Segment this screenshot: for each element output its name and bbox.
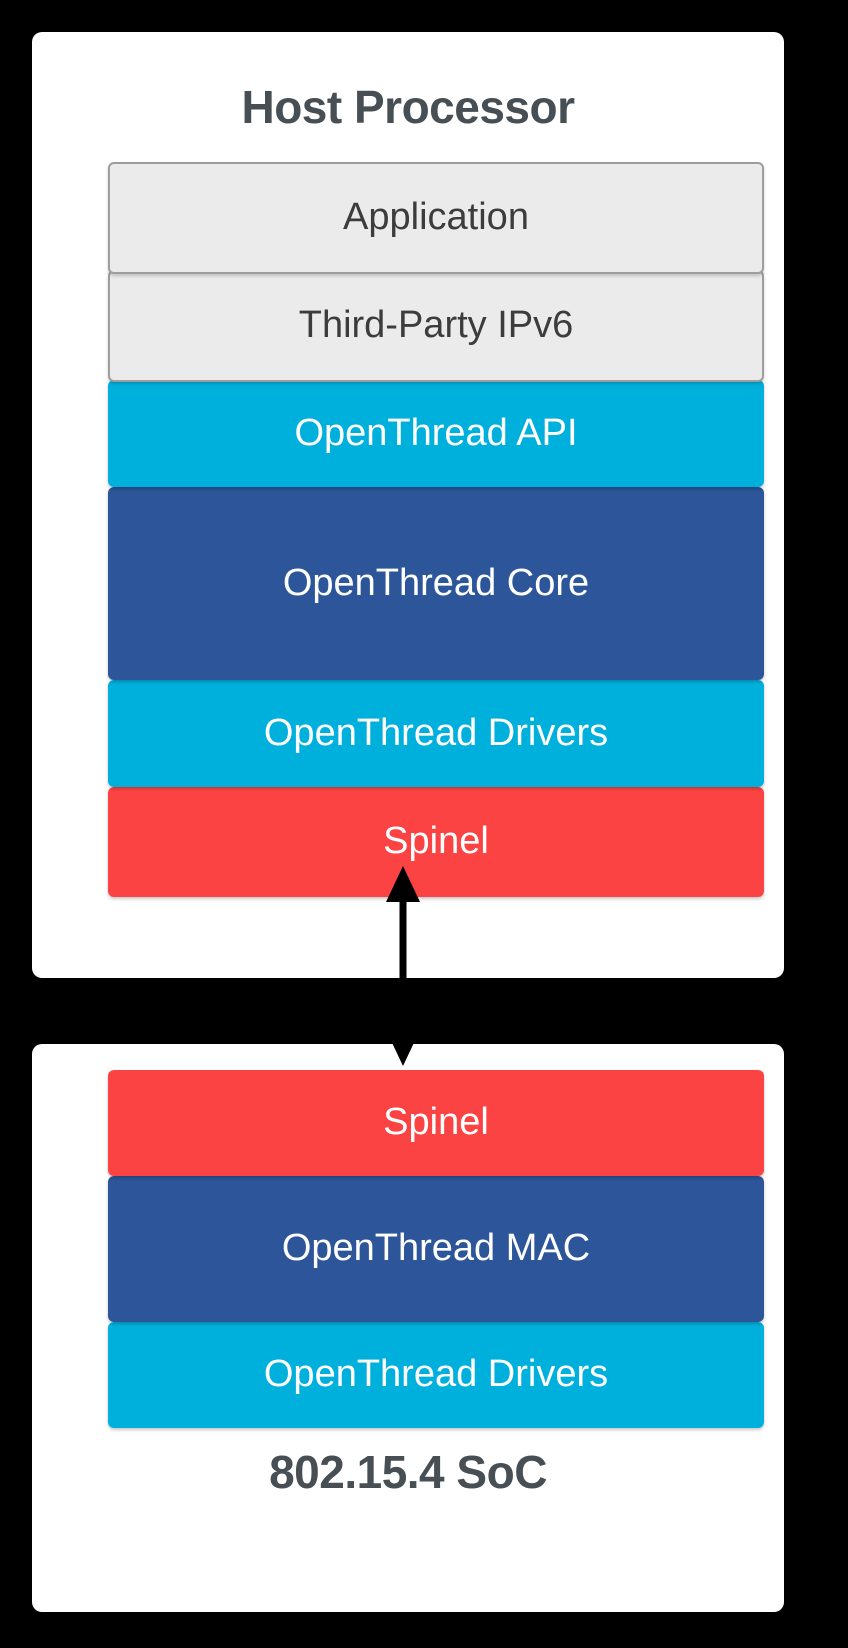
layer-application: Application xyxy=(108,162,764,274)
layer-openthread-drivers-soc: OpenThread Drivers xyxy=(108,1322,764,1428)
layer-spinel-host: Spinel xyxy=(108,787,764,897)
layer-openthread-drivers-soc-label: OpenThread Drivers xyxy=(263,1353,609,1396)
layer-openthread-mac: OpenThread MAC xyxy=(108,1176,764,1322)
layer-application-label: Application xyxy=(343,196,529,239)
layer-openthread-drivers-host: OpenThread Drivers xyxy=(108,680,764,787)
layer-openthread-drivers-host-label: OpenThread Drivers xyxy=(263,711,609,754)
soc-card: Spinel OpenThread MAC OpenThread Drivers xyxy=(32,1044,784,1612)
layer-openthread-core: OpenThread Core xyxy=(108,487,764,680)
layer-spinel-host-label: Spinel xyxy=(383,820,489,863)
host-processor-card: Host Processor Application Third-Party I… xyxy=(32,32,784,978)
soc-title: 802.15.4 SoC xyxy=(269,1446,547,1498)
double-headed-arrow-icon xyxy=(386,866,420,1066)
spinel-link-arrow xyxy=(382,866,424,1066)
layer-third-party-ipv6: Third-Party IPv6 xyxy=(108,270,764,382)
layer-openthread-mac-label: OpenThread MAC xyxy=(281,1227,591,1270)
layer-openthread-api-label: OpenThread API xyxy=(294,411,578,454)
host-processor-title: Host Processor xyxy=(241,81,575,133)
layer-spinel-soc: Spinel xyxy=(108,1070,764,1176)
layer-spinel-soc-label: Spinel xyxy=(383,1101,489,1144)
layer-third-party-ipv6-label: Third-Party IPv6 xyxy=(298,304,574,347)
layer-openthread-core-label: OpenThread Core xyxy=(282,561,590,604)
layer-openthread-api: OpenThread API xyxy=(108,380,764,487)
